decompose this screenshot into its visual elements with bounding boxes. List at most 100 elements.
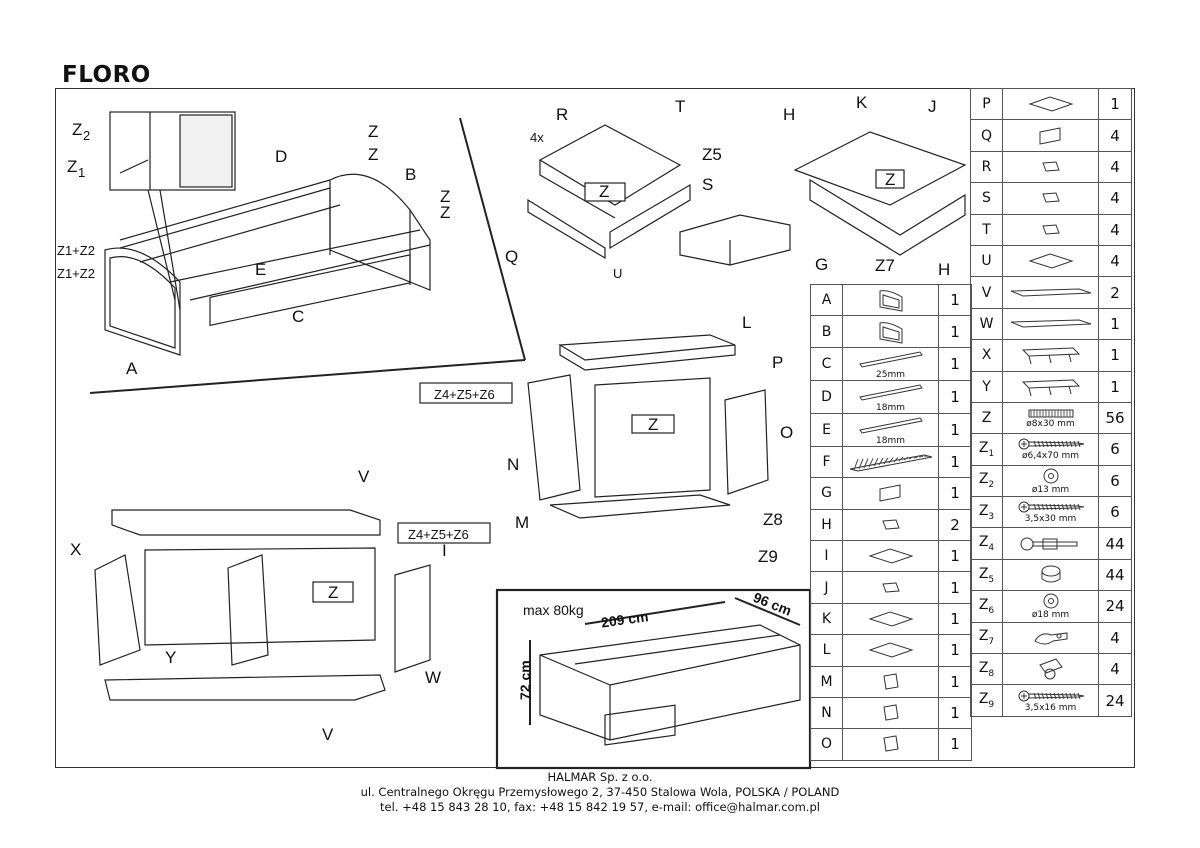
- svg-text:L: L: [742, 313, 751, 332]
- slat-base-icon: [842, 445, 939, 479]
- cap-icon: ø18 mm: [1002, 590, 1099, 623]
- bolt-icon: [1002, 527, 1099, 560]
- part-quantity: 2: [1098, 276, 1132, 309]
- part-code: V: [970, 276, 1003, 309]
- svg-text:D: D: [275, 147, 287, 166]
- part-code: Z8: [970, 653, 1003, 686]
- svg-text:Z1+Z2: Z1+Z2: [57, 266, 95, 281]
- small-board-icon: [842, 508, 939, 541]
- svg-text:V: V: [358, 467, 370, 486]
- part-quantity: 1: [938, 412, 972, 447]
- part-quantity: 1: [938, 379, 972, 414]
- svg-text:Z4+Z5+Z6: Z4+Z5+Z6: [408, 527, 469, 542]
- square-panel-icon: [842, 665, 939, 698]
- part-code: R: [970, 150, 1003, 184]
- part-code: N: [810, 696, 843, 730]
- part-size: ø6,4x70 mm: [1022, 451, 1079, 462]
- part-code: E: [810, 412, 843, 447]
- part-quantity: 1: [938, 634, 972, 667]
- part-code: H: [810, 508, 843, 541]
- svg-text:Y: Y: [165, 648, 176, 667]
- part-code: A: [810, 283, 843, 317]
- part-code: Z2: [970, 464, 1003, 498]
- height-label: 72 cm: [517, 660, 533, 700]
- part-quantity: 6: [1098, 464, 1132, 498]
- rail-icon: 18mm: [842, 412, 939, 447]
- svg-text:R: R: [556, 105, 568, 124]
- square-panel-icon: [842, 728, 939, 761]
- svg-text:H: H: [938, 260, 950, 279]
- svg-text:G: G: [815, 255, 828, 274]
- part-quantity: 1: [938, 602, 972, 636]
- part-quantity: 1: [938, 315, 972, 348]
- bed-diagram: [104, 111, 431, 356]
- svg-text:Z4+Z5+Z6: Z4+Z5+Z6: [434, 387, 495, 402]
- part-quantity: 1: [938, 665, 972, 698]
- part-quantity: 4: [1098, 244, 1132, 278]
- dowel-icon: ø8x30 mm: [1002, 401, 1099, 435]
- svg-text:S: S: [702, 175, 713, 194]
- part-quantity: 1: [1098, 87, 1132, 121]
- side-panel-icon: [842, 315, 939, 348]
- product-title: FLORO: [62, 62, 151, 88]
- part-quantity: 4: [1098, 119, 1132, 152]
- svg-text:Q: Q: [505, 247, 518, 266]
- part-code: U: [970, 244, 1003, 278]
- svg-text:Z8: Z8: [763, 510, 783, 529]
- screw-icon: ø6,4x70 mm: [1002, 433, 1099, 466]
- part-quantity: 1: [938, 539, 972, 573]
- svg-text:M: M: [515, 513, 529, 532]
- cap-icon: ø13 mm: [1002, 464, 1099, 498]
- part-quantity: 2: [938, 508, 972, 541]
- part-code: C: [810, 346, 843, 381]
- part-code: Z3: [970, 496, 1003, 529]
- shelf-icon: [1002, 276, 1099, 309]
- part-quantity: 4: [1098, 182, 1132, 215]
- part-code: Z9: [970, 684, 1003, 717]
- svg-text:X: X: [70, 540, 81, 559]
- rail-icon: 18mm: [842, 379, 939, 414]
- part-code: M: [810, 665, 843, 698]
- part-quantity: 6: [1098, 496, 1132, 529]
- svg-text:Z: Z: [67, 157, 77, 176]
- part-quantity: 4: [1098, 213, 1132, 246]
- part-code: X: [970, 339, 1003, 372]
- part-quantity: 24: [1098, 684, 1132, 717]
- part-size: ø18 mm: [1031, 610, 1070, 621]
- part-quantity: 1: [938, 696, 972, 730]
- part-size: 18mm: [876, 402, 905, 413]
- screw-icon: 3,5x16 mm: [1002, 684, 1099, 717]
- part-quantity: 4: [1098, 653, 1132, 686]
- part-code: S: [970, 182, 1003, 215]
- svg-text:H: H: [783, 105, 795, 124]
- svg-text:I: I: [442, 541, 447, 560]
- small-board-icon: [1002, 150, 1099, 184]
- small-board-icon: [842, 571, 939, 604]
- svg-text:Z: Z: [328, 583, 338, 602]
- svg-text:K: K: [856, 93, 868, 112]
- svg-text:A: A: [126, 359, 138, 378]
- part-quantity: 1: [938, 283, 972, 317]
- footer-company: HALMAR Sp. z o.o.: [547, 770, 653, 784]
- part-quantity: 44: [1098, 558, 1132, 592]
